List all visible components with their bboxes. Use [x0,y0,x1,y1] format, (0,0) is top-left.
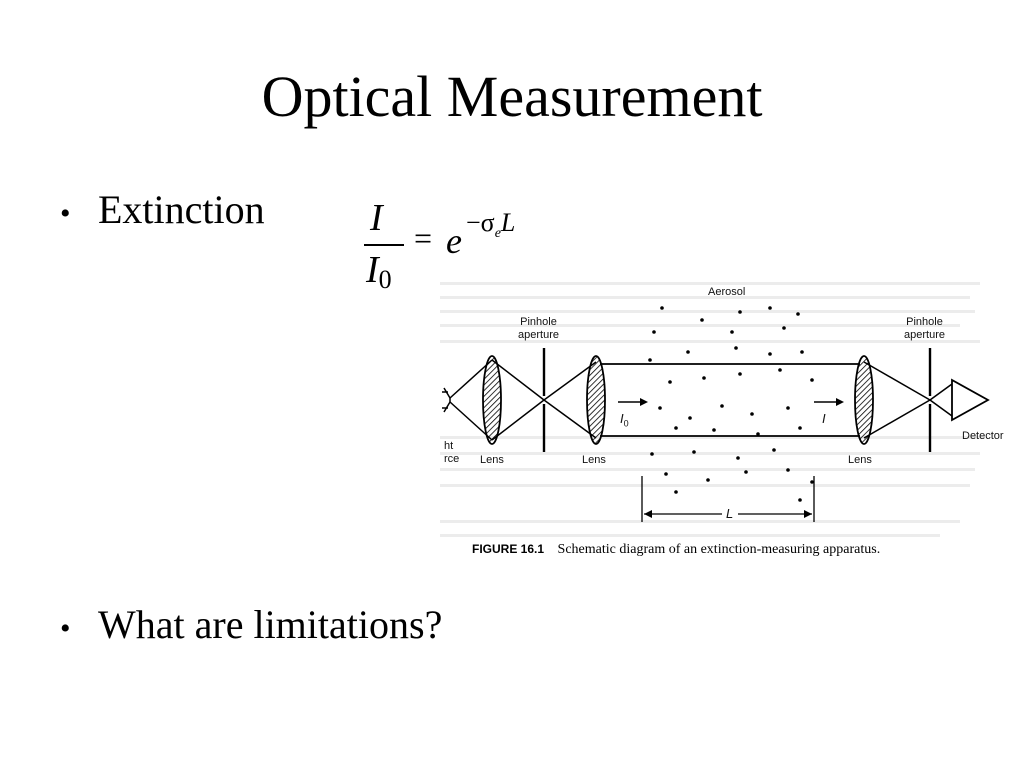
bullet-limitations: • What are limitations? [60,601,442,653]
equals-sign: = [414,220,433,256]
scan-ghost-text [440,340,980,343]
bullet-extinction: • Extinction [60,186,265,238]
scan-ghost-text [440,324,960,327]
detector-label: Detector [962,430,1004,442]
lens-2-label: Lens [582,454,606,466]
lens-2-icon [586,355,606,445]
figure-number: FIGURE 16.1 [472,542,545,556]
figure-caption: FIGURE 16.1 Schematic diagram of an exti… [472,542,880,558]
length-label: L [726,506,734,521]
equation-exponent: −σeL [466,208,516,241]
aerosol-particles [648,306,814,502]
detector-icon [951,378,990,422]
scan-ghost-text [440,296,970,299]
equation-base: e [446,221,462,261]
lens-3-label: Lens [848,454,872,466]
scan-ghost-text [440,310,975,313]
light-source-icon [442,387,451,413]
bullet-glyph: • [60,612,71,645]
lens-3-icon [854,355,874,445]
aerosol-label: Aerosol [708,286,746,298]
equation-numerator: I [370,197,383,239]
fraction-bar [364,244,404,246]
bullet-text: What are limitations? [98,602,443,647]
figure-caption-text: Schematic diagram of an extinction-measu… [557,542,881,557]
scan-ghost-text [440,520,960,523]
scan-ghost-text [440,436,985,439]
lens-1-icon [482,355,502,445]
scan-ghost-text [440,534,940,537]
scan-ghost-text [440,484,970,487]
scan-ghost-text [440,452,980,455]
i0-label: I0 [620,411,629,429]
i-label: I [822,411,826,426]
scan-ghost-text [440,282,980,285]
equation-denominator: I0 [366,249,392,294]
bullet-text: Extinction [98,187,265,232]
scan-ghost-text [440,468,975,471]
lens-1-label: Lens [480,454,504,466]
length-dimension [641,476,815,522]
slide-title: Optical Measurement [261,64,763,129]
apparatus-diagram [442,306,990,522]
bullet-glyph: • [60,197,71,230]
extinction-equation: I I0 = e −σeL [358,196,558,306]
